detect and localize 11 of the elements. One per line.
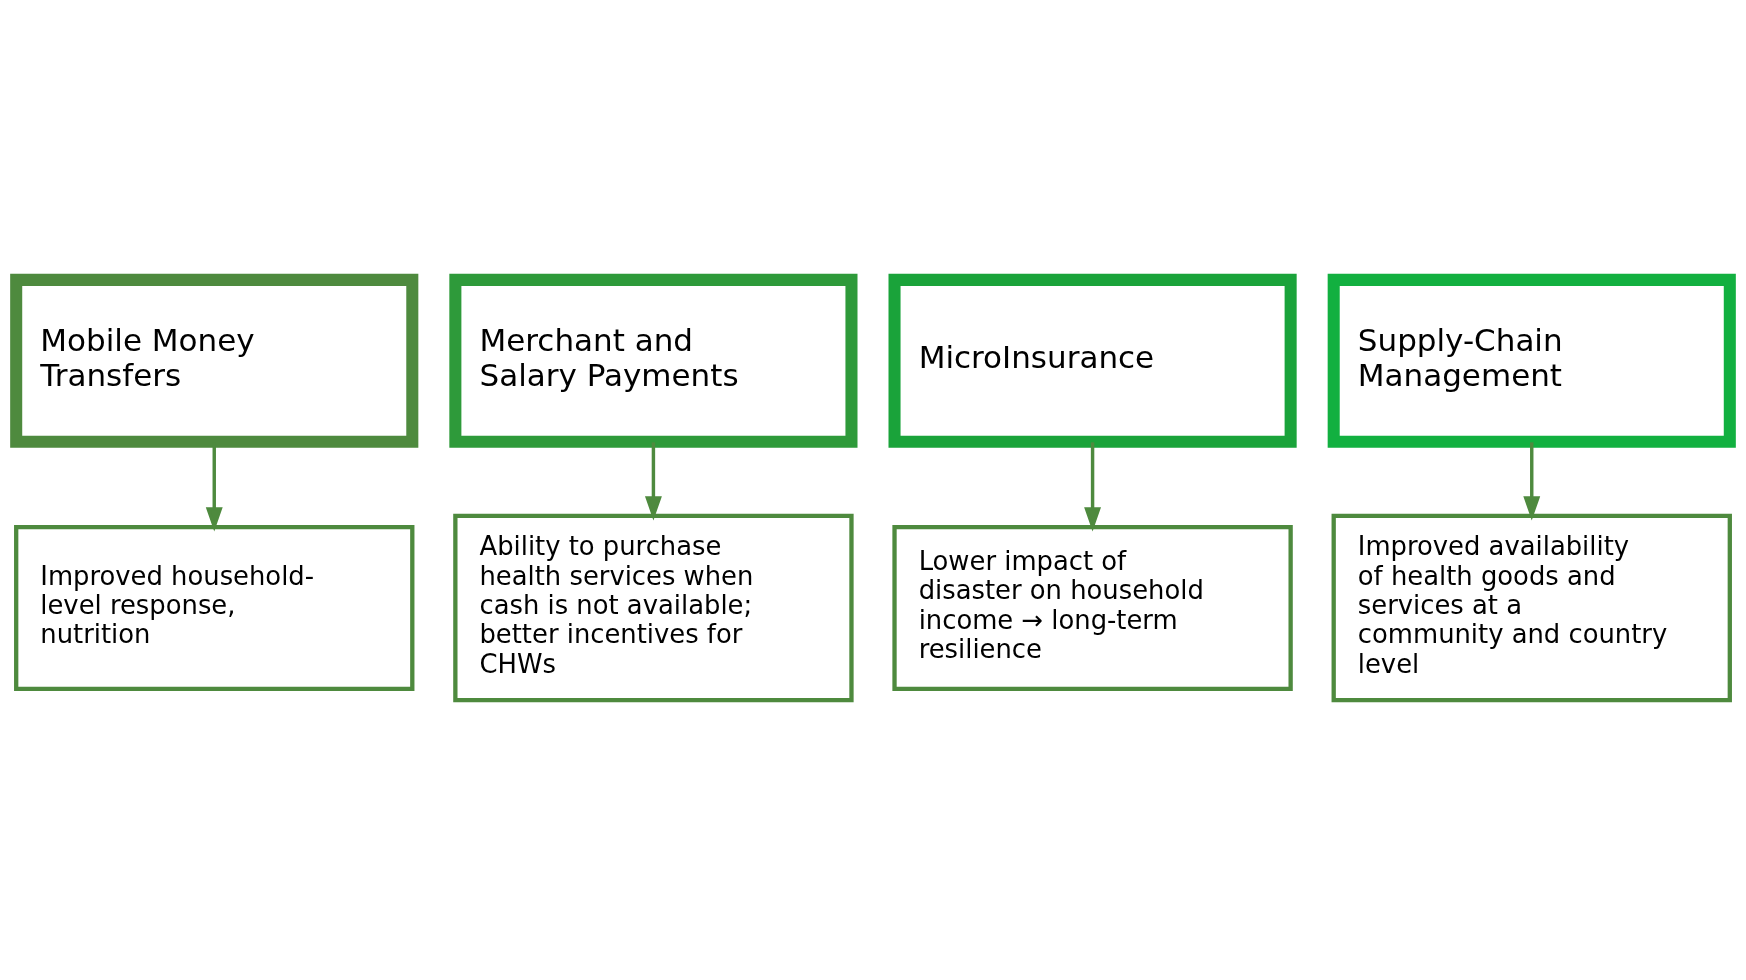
arrow	[1084, 442, 1102, 532]
arrow	[1523, 442, 1541, 521]
arrow	[644, 442, 662, 521]
node-box: Merchant and Salary Payments	[449, 273, 858, 448]
node-box: Supply-Chain Management	[1327, 273, 1736, 448]
node-box: Improved household-level response, nutrition	[14, 524, 415, 692]
node-box: Ability to purchase health services when cash is not available; better incentives for CHWs	[453, 513, 854, 703]
node-box: Mobile Money Transfers	[10, 273, 419, 448]
node-box: Lower impact of disaster on household income → long-term resilience	[892, 524, 1293, 692]
node-box: MicroInsurance	[888, 273, 1297, 448]
node-box: Improved availability of health goods and services at a community and country level	[1331, 513, 1732, 703]
